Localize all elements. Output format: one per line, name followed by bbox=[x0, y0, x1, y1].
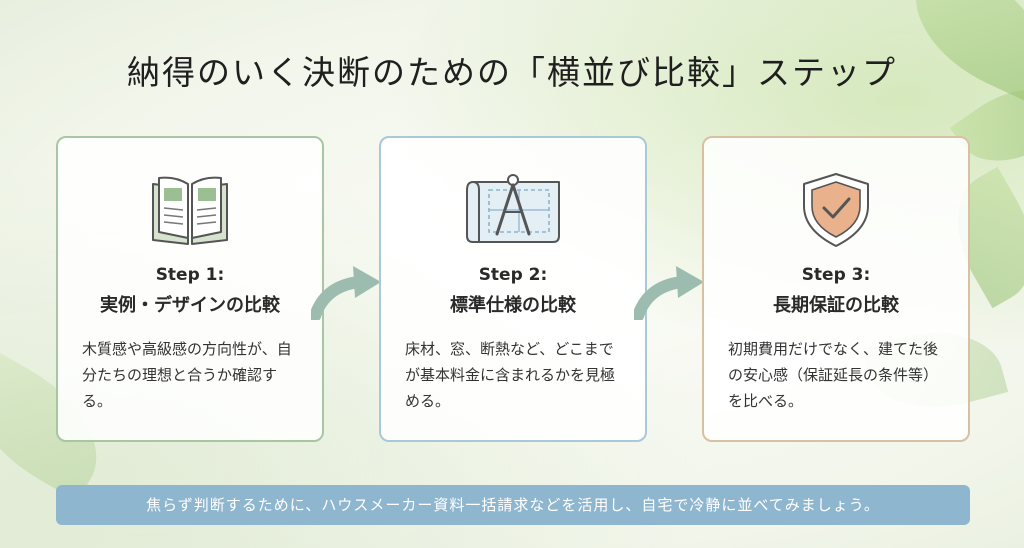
shield-check-icon bbox=[704, 170, 968, 248]
step-heading: 実例・デザインの比較 bbox=[100, 295, 280, 316]
step-label: Step 2: bbox=[478, 265, 548, 285]
step-description: 木質感や高級感の方向性が、自分たちの理想と合うか確認する。 bbox=[82, 340, 292, 410]
step-card-1: Step 1: 実例・デザインの比較 木質感や高級感の方向性が、自分たちの理想と… bbox=[56, 136, 324, 442]
step-card-2: Step 2: 標準仕様の比較 床材、窓、断熱など、どこまでが基本料金に含まれる… bbox=[379, 136, 647, 442]
step-description: 床材、窓、断熱など、どこまでが基本料金に含まれるかを見極める。 bbox=[405, 340, 616, 410]
blueprint-compass-icon bbox=[381, 170, 645, 248]
open-book-icon bbox=[58, 170, 322, 248]
arrow-icon bbox=[634, 266, 704, 320]
step-label: Step 3: bbox=[801, 265, 871, 285]
arrow-icon bbox=[311, 266, 381, 320]
page-title: 納得のいく決断のための「横並び比較」ステップ bbox=[127, 53, 897, 92]
step-heading: 標準仕様の比較 bbox=[450, 295, 576, 316]
step-card-3: Step 3: 長期保証の比較 初期費用だけでなく、建てた後の安心感（保証延長の… bbox=[702, 136, 970, 442]
footer-banner: 焦らず判断するために、ハウスメーカー資料一括請求などを活用し、自宅で冷静に並べて… bbox=[56, 485, 970, 525]
step-description: 初期費用だけでなく、建てた後の安心感（保証延長の条件等）を比べる。 bbox=[728, 340, 939, 410]
step-heading: 長期保証の比較 bbox=[773, 295, 899, 316]
step-label: Step 1: bbox=[155, 265, 225, 285]
